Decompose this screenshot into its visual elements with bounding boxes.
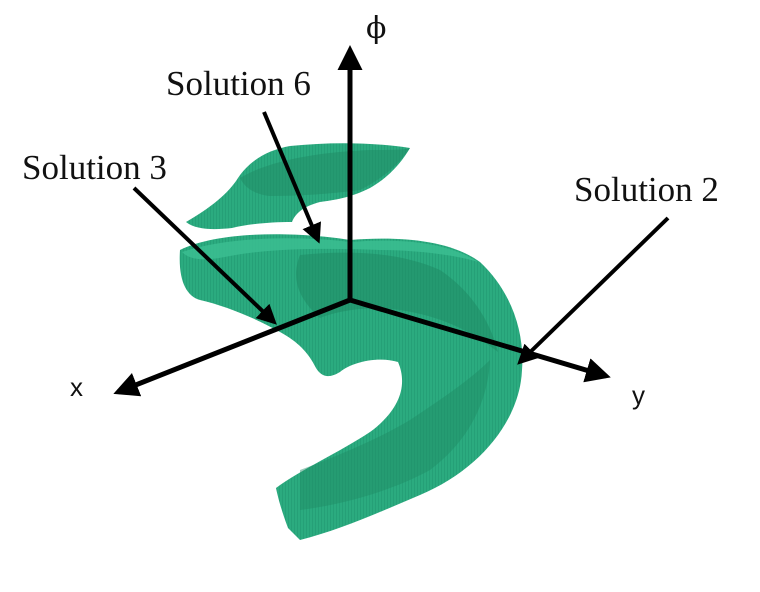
- solution6-pointer: [262, 111, 321, 244]
- solution6-label: Solution 6: [166, 64, 311, 103]
- surface-tail-shadow: [300, 360, 490, 510]
- solution2-label: Solution 2: [574, 170, 719, 209]
- surface-lower-shadow: [296, 252, 498, 352]
- surface-upper-shadow: [240, 148, 410, 196]
- solution3-pointer: [132, 186, 277, 325]
- surface-lower-highlight: [182, 238, 478, 262]
- phi-axis-label: ϕ: [366, 11, 387, 46]
- y-axis-label: y: [632, 380, 645, 410]
- x-axis-label: x: [70, 372, 83, 402]
- x-axis: [113, 297, 351, 397]
- y-axis: [349, 297, 611, 383]
- solution3-label: Solution 3: [22, 148, 167, 187]
- solution2-pointer: [517, 216, 670, 365]
